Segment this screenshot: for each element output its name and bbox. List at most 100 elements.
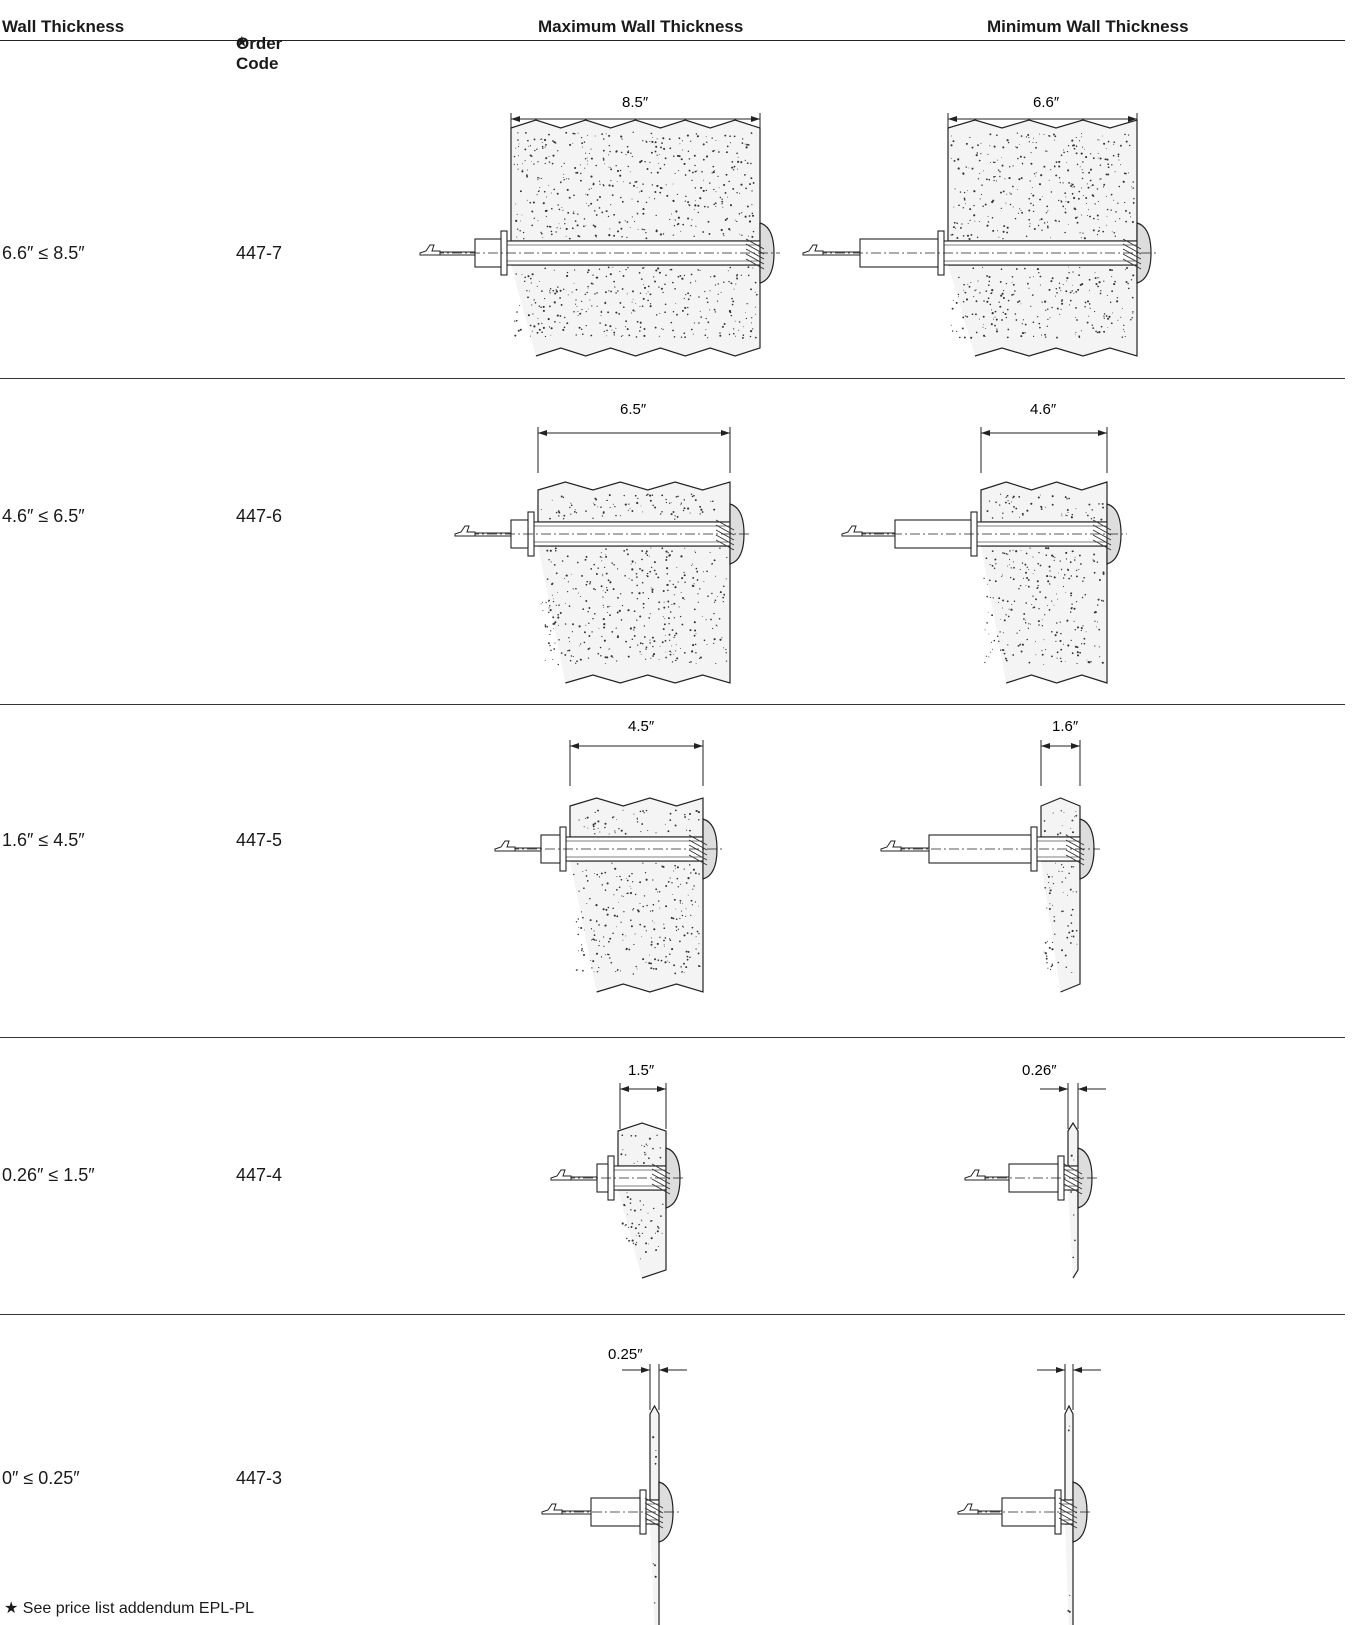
- concrete-speck: [552, 154, 555, 157]
- concrete-speck: [958, 204, 960, 207]
- concrete-speck: [624, 1205, 626, 1207]
- concrete-speck: [612, 907, 614, 910]
- concrete-speck: [1070, 185, 1073, 187]
- concrete-speck: [537, 322, 540, 325]
- concrete-speck: [1100, 599, 1103, 602]
- concrete-speck: [638, 191, 640, 193]
- concrete-speck: [639, 651, 641, 653]
- concrete-speck: [1005, 202, 1007, 204]
- concrete-speck: [998, 597, 1001, 600]
- concrete-speck: [680, 230, 682, 232]
- arrow-right-icon: [1128, 116, 1137, 122]
- concrete-speck: [577, 310, 579, 312]
- concrete-speck: [999, 171, 1001, 173]
- concrete-speck: [1024, 622, 1027, 624]
- concrete-speck: [618, 221, 621, 224]
- concrete-speck: [558, 604, 560, 606]
- concrete-speck: [683, 499, 686, 501]
- concrete-speck: [1076, 626, 1080, 629]
- concrete-speck: [1076, 216, 1078, 218]
- concrete-speck: [626, 879, 629, 882]
- concrete-speck: [686, 313, 689, 316]
- concrete-speck: [606, 329, 608, 332]
- concrete-speck: [669, 938, 671, 940]
- concrete-speck: [590, 175, 593, 178]
- concrete-speck: [674, 219, 676, 221]
- concrete-speck: [697, 811, 700, 814]
- concrete-speck: [1007, 308, 1009, 311]
- concrete-speck: [657, 576, 660, 579]
- concrete-speck: [1071, 186, 1073, 188]
- concrete-speck: [1002, 296, 1005, 300]
- concrete-speck: [1041, 650, 1043, 652]
- concrete-speck: [684, 547, 686, 549]
- concrete-speck: [590, 928, 593, 930]
- concrete-speck: [695, 651, 697, 654]
- concrete-speck: [680, 966, 682, 968]
- concrete-speck: [1081, 596, 1084, 599]
- concrete-speck: [688, 864, 691, 866]
- concrete-speck: [599, 646, 602, 649]
- concrete-speck: [611, 631, 614, 633]
- concrete-speck: [1004, 312, 1007, 316]
- concrete-speck: [553, 188, 556, 191]
- concrete-speck: [584, 818, 586, 819]
- concrete-speck: [985, 328, 987, 330]
- concrete-speck: [1015, 550, 1018, 553]
- concrete-speck: [642, 212, 645, 215]
- concrete-speck: [1002, 238, 1004, 240]
- concrete-speck: [540, 138, 543, 140]
- concrete-speck: [1028, 661, 1031, 664]
- concrete-speck: [1100, 325, 1103, 328]
- concrete-speck: [626, 1192, 628, 1194]
- concrete-speck: [674, 824, 677, 827]
- concrete-speck: [968, 285, 971, 288]
- concrete-speck: [1132, 201, 1135, 204]
- concrete-speck: [1056, 307, 1059, 310]
- header-min-wall-thickness: Minimum Wall Thickness: [987, 17, 1189, 36]
- concrete-speck: [530, 282, 532, 284]
- concrete-speck: [647, 829, 649, 831]
- arrow-left-icon: [620, 1086, 629, 1092]
- concrete-speck: [726, 217, 728, 220]
- concrete-speck: [1037, 584, 1039, 587]
- concrete-speck: [950, 234, 952, 236]
- concrete-speck: [1046, 325, 1048, 327]
- concrete-speck: [1044, 886, 1047, 889]
- concrete-speck: [705, 155, 709, 158]
- concrete-speck: [698, 296, 700, 298]
- concrete-speck: [1060, 810, 1062, 812]
- concrete-speck: [615, 150, 618, 153]
- concrete-speck: [1133, 203, 1135, 205]
- concrete-speck: [595, 164, 597, 167]
- concrete-speck: [634, 1243, 637, 1246]
- concrete-speck: [993, 145, 996, 148]
- concrete-speck: [705, 317, 707, 320]
- concrete-speck: [725, 652, 727, 654]
- concrete-speck: [1088, 315, 1090, 317]
- concrete-speck: [1088, 303, 1091, 305]
- concrete-speck: [1048, 288, 1051, 291]
- concrete-wall-lower: [618, 1189, 667, 1279]
- concrete-speck: [589, 581, 592, 583]
- concrete-speck: [744, 174, 746, 176]
- concrete-speck: [549, 645, 551, 647]
- concrete-speck: [563, 173, 565, 175]
- concrete-speck: [687, 306, 689, 309]
- concrete-speck: [573, 194, 575, 197]
- probe-tip-icon: [964, 1169, 986, 1181]
- concrete-speck: [994, 316, 996, 318]
- concrete-speck: [612, 266, 614, 268]
- concrete-speck: [610, 961, 613, 964]
- concrete-speck: [578, 235, 581, 238]
- concrete-speck: [692, 576, 695, 579]
- concrete-speck: [1047, 226, 1049, 229]
- concrete-speck: [1056, 622, 1058, 624]
- concrete-speck: [745, 146, 748, 149]
- concrete-speck: [1006, 193, 1008, 195]
- concrete-speck: [641, 1232, 643, 1234]
- concrete-speck: [1107, 140, 1110, 143]
- concrete-speck: [585, 869, 587, 871]
- concrete-speck: [578, 926, 580, 928]
- concrete-speck: [662, 328, 664, 331]
